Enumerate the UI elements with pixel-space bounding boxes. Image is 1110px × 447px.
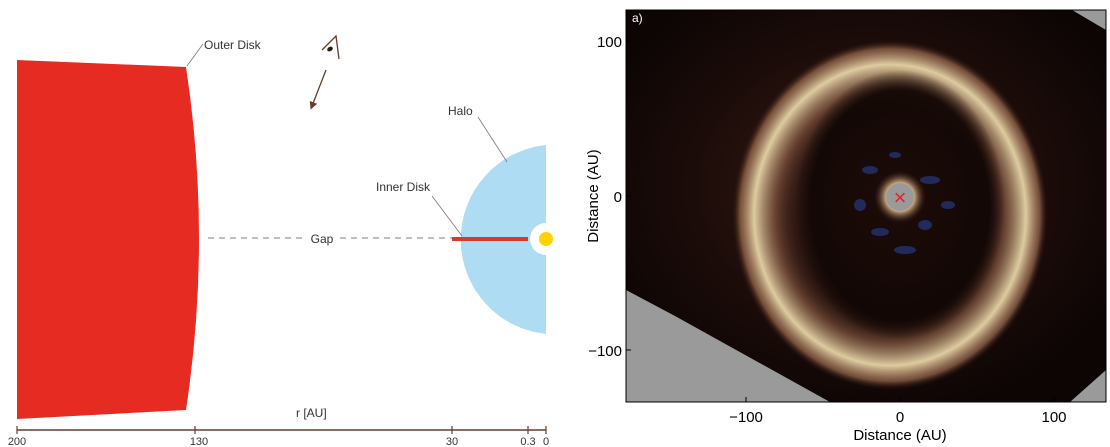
x-axis (745, 397, 1055, 402)
radius-axis-label: r [AU] (296, 406, 327, 420)
radius-tick-label: 30 (446, 436, 458, 447)
y-axis (626, 40, 631, 351)
mask-region (626, 290, 830, 402)
disk-image-panel: × a) 100 0 −100 Distance (AU) −100 0 100… (585, 9, 1107, 444)
radius-tick-label: 200 (8, 436, 26, 447)
coronagraph-mask (886, 183, 914, 211)
star (539, 232, 553, 246)
panel-label: a) (632, 11, 643, 25)
outer-disk-label: Outer Disk (204, 38, 262, 52)
y-tick-label: −100 (588, 343, 622, 360)
disk-schematic: Outer Disk Gap Halo Inner Disk r [AU] 20… (8, 34, 562, 447)
y-tick-label: 0 (614, 189, 622, 206)
x-tick-label: 0 (896, 409, 904, 426)
radius-axis: r [AU] 200 130 30 0.3 0 (8, 406, 549, 447)
inner-disk-label: Inner Disk (376, 180, 431, 194)
halo-leader (477, 116, 508, 163)
observer-eye-icon (309, 34, 340, 110)
radius-tick-label: 0 (543, 436, 549, 447)
center-marker: × (894, 185, 907, 210)
y-axis-label: Distance (AU) (585, 149, 602, 242)
inner-disk-shape (452, 237, 528, 241)
inner-disk-leader (431, 195, 463, 237)
y-tick-label: 100 (597, 34, 622, 51)
mask-region (1070, 370, 1106, 402)
disk-image (626, 10, 1106, 402)
radius-tick-label: 0.3 (520, 436, 535, 447)
x-tick-label: −100 (729, 409, 763, 426)
radius-tick-label: 130 (190, 436, 208, 447)
outer-disk-leader (186, 43, 204, 67)
gap-label: Gap (311, 232, 334, 246)
outer-disk-shape (17, 60, 199, 419)
halo-label: Halo (448, 104, 473, 118)
x-axis-label: Distance (AU) (853, 427, 946, 444)
mask-region (1072, 10, 1106, 30)
x-tick-label: 100 (1041, 409, 1066, 426)
